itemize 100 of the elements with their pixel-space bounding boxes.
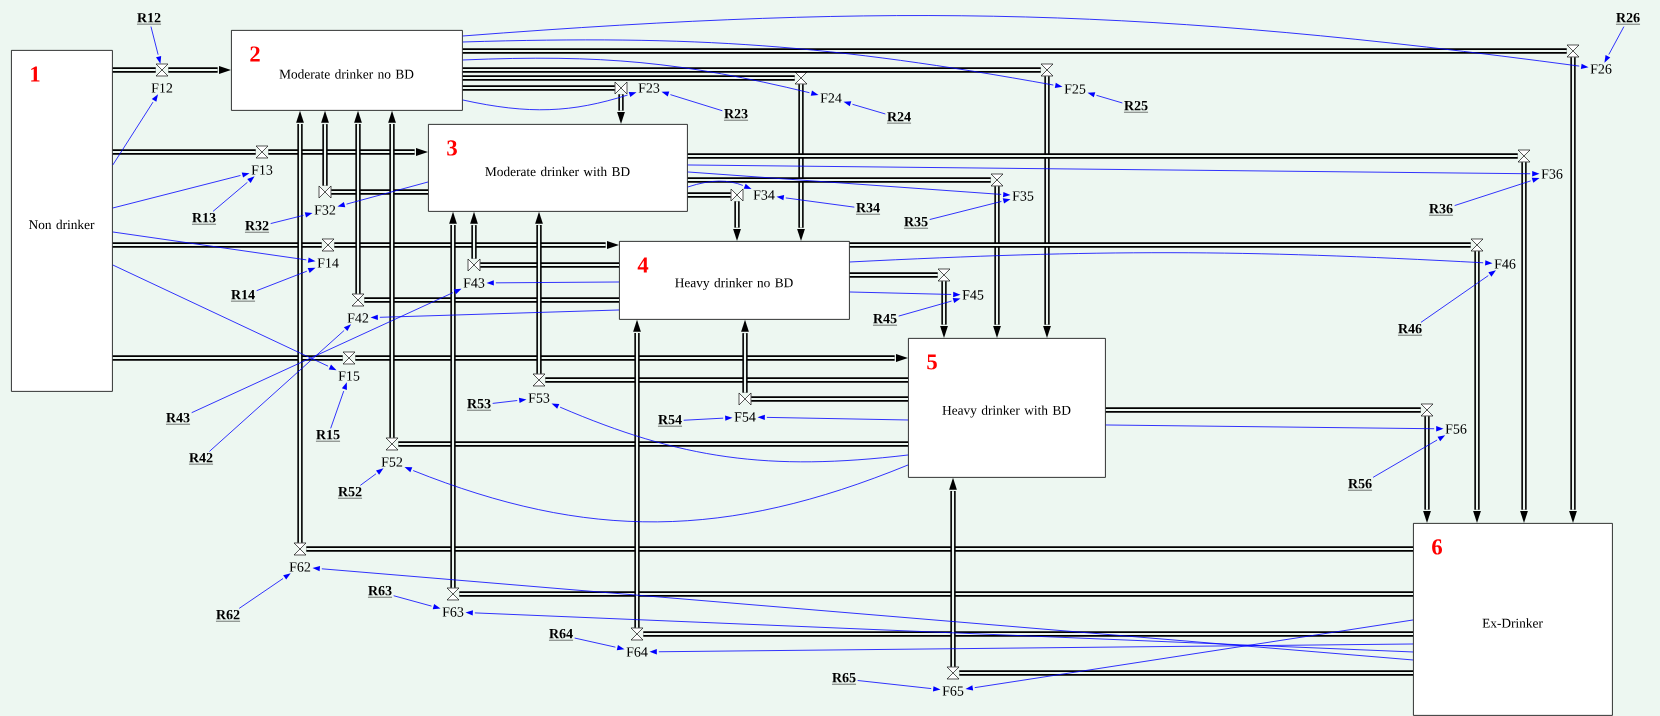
rate-label: R25	[1123, 100, 1149, 113]
arrow	[393, 595, 441, 610]
flow-pipe	[462, 67, 1041, 73]
flow-pipe	[112, 242, 322, 248]
flow-label: F14	[317, 258, 339, 268]
stock-number: 2	[250, 46, 260, 62]
rate-label: R42	[188, 453, 214, 465]
flow-pipe	[797, 84, 805, 241]
flow-pipe	[741, 319, 749, 393]
arrow	[112, 172, 250, 209]
arrow	[404, 464, 909, 523]
flow-pipe	[398, 441, 908, 447]
arrow	[256, 267, 316, 292]
rate-label: R13	[191, 212, 217, 225]
arrow	[191, 288, 462, 414]
arrow	[270, 212, 313, 224]
flow-pipe	[949, 477, 957, 667]
flow-pipe	[334, 241, 619, 249]
flow-pipe	[687, 153, 1518, 159]
flow-label: F32	[314, 205, 336, 215]
rate-label: R45	[872, 314, 898, 326]
flow-pipe	[388, 110, 396, 438]
arrow	[661, 91, 723, 112]
stock-name: Moderate drinker with BD	[485, 166, 630, 177]
flow-pipe	[993, 186, 1001, 338]
arrow	[776, 195, 855, 208]
flow-label: F56	[1445, 424, 1467, 434]
stock-number: 1	[31, 66, 40, 82]
rate-label: R63	[367, 585, 393, 598]
arrow	[849, 291, 961, 298]
arrow	[683, 415, 733, 421]
arrow	[843, 101, 886, 115]
flow-label: F34	[753, 190, 775, 200]
arrow	[1372, 435, 1446, 478]
arrow	[212, 176, 255, 212]
stock-box	[11, 50, 113, 392]
arrow	[462, 15, 1589, 69]
flow-pipe	[364, 297, 619, 303]
flow-label: F43	[463, 278, 485, 288]
rate-label: R54	[657, 415, 683, 427]
flow-pipe	[751, 396, 908, 402]
arrow	[492, 397, 527, 404]
flow-pipe	[354, 110, 362, 294]
stock-name: Heavy drinker no BD	[675, 277, 793, 291]
stock-box	[908, 338, 1106, 478]
arrow	[1087, 92, 1123, 104]
arrow	[1604, 26, 1625, 63]
stock-number: 6	[1432, 539, 1442, 555]
rate-label: R36	[1428, 203, 1454, 216]
flow-label: F42	[347, 313, 369, 323]
flow-pipe	[849, 242, 1471, 248]
flow-label: F35	[1012, 191, 1034, 201]
arrow	[359, 468, 384, 486]
arrow	[462, 57, 819, 96]
arrow	[486, 280, 620, 286]
stock-name: Moderate drinker no BD	[279, 69, 414, 79]
arrow	[551, 403, 909, 463]
flow-pipe	[1043, 76, 1051, 338]
flow-label: F36	[1541, 169, 1563, 179]
stock-name: Heavy drinker with BD	[942, 405, 1071, 418]
rate-label: R15	[315, 429, 341, 442]
flow-label: F63	[442, 607, 464, 617]
flow-pipe	[168, 66, 231, 74]
stock-name: Ex-Drinker	[1482, 618, 1543, 628]
flow-pipe	[1105, 407, 1421, 413]
rate-label: R53	[466, 398, 492, 411]
flow-pipe	[687, 192, 731, 198]
rate-label: R24	[886, 112, 912, 124]
arrow	[757, 414, 909, 421]
rate-label: R23	[723, 108, 749, 121]
flow-label: F13	[251, 165, 273, 175]
flow-pipe	[112, 149, 256, 155]
arrow	[849, 252, 1493, 266]
flow-pipe	[545, 377, 908, 383]
arrow	[462, 91, 637, 111]
arrow	[370, 309, 620, 321]
rate-label: R35	[903, 216, 929, 229]
flow-label: F53	[528, 393, 550, 403]
flow-pipe	[268, 148, 428, 156]
flow-label: F62	[289, 562, 311, 572]
stock-box	[231, 30, 463, 111]
stock-box	[619, 241, 850, 320]
flow-label: F52	[381, 457, 403, 467]
flow-pipe	[687, 177, 991, 183]
flow-pipe	[296, 110, 304, 543]
arrow	[112, 264, 337, 371]
flow-label: F23	[638, 83, 660, 93]
arrow	[337, 181, 429, 208]
flow-pipe	[1423, 416, 1431, 523]
flow-label: F64	[626, 647, 648, 657]
flow-pipe	[733, 201, 741, 241]
arrow	[649, 643, 1414, 655]
flow-pipe	[449, 211, 457, 588]
flow-pipe	[462, 75, 795, 81]
flow-pipe	[480, 262, 619, 268]
arrow	[857, 680, 941, 692]
flow-pipe	[535, 211, 543, 374]
flow-pipe	[306, 546, 1413, 552]
stock-number: 4	[637, 257, 649, 273]
rate-label: R56	[1347, 478, 1373, 491]
